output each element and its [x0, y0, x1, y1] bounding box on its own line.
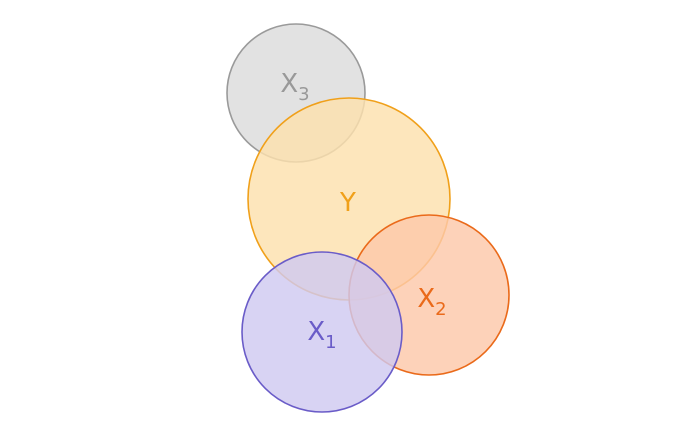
set-label-subscript-x2: 2 [435, 299, 446, 320]
set-label-subscript-x1: 1 [325, 332, 336, 353]
set-label-x2: X2 [417, 284, 446, 320]
set-label-main-x2: X [417, 284, 435, 314]
set-label-x1: X1 [307, 317, 336, 353]
set-label-x3: X3 [280, 69, 309, 105]
venn-circles [226, 23, 510, 413]
set-label-subscript-x3: 3 [298, 84, 309, 105]
set-label-main-x3: X [280, 69, 298, 99]
set-label-y: Y [339, 188, 356, 218]
set-label-main-x1: X [307, 317, 325, 347]
set-circle-x1 [241, 251, 403, 413]
set-label-main-y: Y [339, 188, 356, 218]
